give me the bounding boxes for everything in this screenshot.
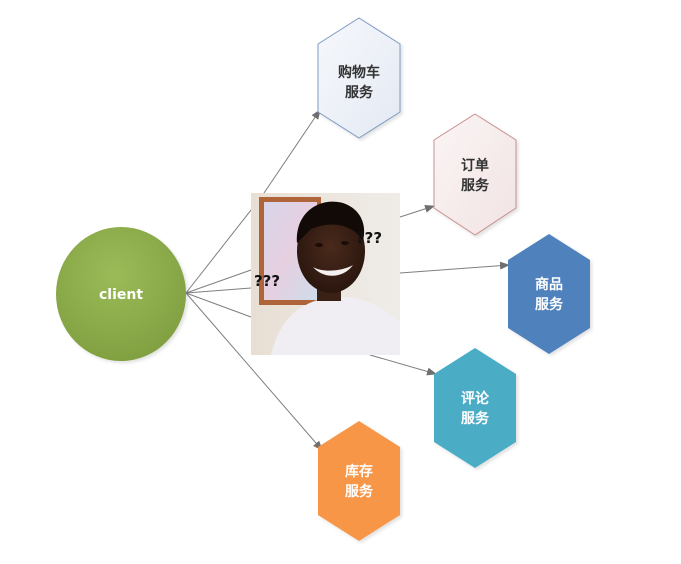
service-label-line1: 购物车	[338, 64, 380, 81]
service-label-line1: 商品	[535, 276, 563, 293]
edge-to-inventory	[185, 292, 323, 451]
edge-to-image-2	[185, 287, 252, 294]
service-label-line1: 评论	[461, 390, 490, 407]
hexagon-shape	[433, 113, 517, 236]
edge-to-image-3	[185, 292, 252, 318]
caption-left: ???	[254, 272, 280, 290]
edge-to-comment	[369, 354, 437, 376]
hexagon-shape	[317, 17, 401, 139]
service-label-line1: 订单	[461, 157, 489, 174]
confused-meme-image: ??? ???	[251, 193, 400, 355]
client-label: client	[99, 287, 143, 303]
edge-to-order	[399, 204, 435, 218]
edge-to-image-top	[185, 195, 263, 294]
hexagon-shape	[434, 348, 516, 468]
caption-right: ???	[356, 229, 382, 247]
service-label-line2: 服务	[461, 177, 490, 194]
hexagon-shape	[318, 421, 400, 541]
service-label-line1: 库存	[345, 463, 373, 480]
edges	[185, 109, 510, 451]
service-label-line2: 服务	[345, 483, 374, 500]
service-comment[interactable]: 评论 服务	[434, 348, 516, 468]
edge-to-cart	[261, 109, 321, 197]
client-node[interactable]: client	[56, 227, 186, 361]
edge-to-product	[399, 261, 510, 274]
hexagon-shape	[508, 234, 590, 354]
service-cart[interactable]: 购物车 服务	[317, 17, 401, 139]
service-product[interactable]: 商品 服务	[508, 234, 590, 354]
edge-to-image-1	[185, 269, 252, 294]
service-inventory[interactable]: 库存 服务	[318, 421, 400, 541]
service-label-line2: 服务	[535, 296, 564, 313]
service-order[interactable]: 订单 服务	[433, 113, 517, 236]
service-label-line2: 服务	[461, 410, 490, 427]
service-label-line2: 服务	[345, 84, 374, 101]
